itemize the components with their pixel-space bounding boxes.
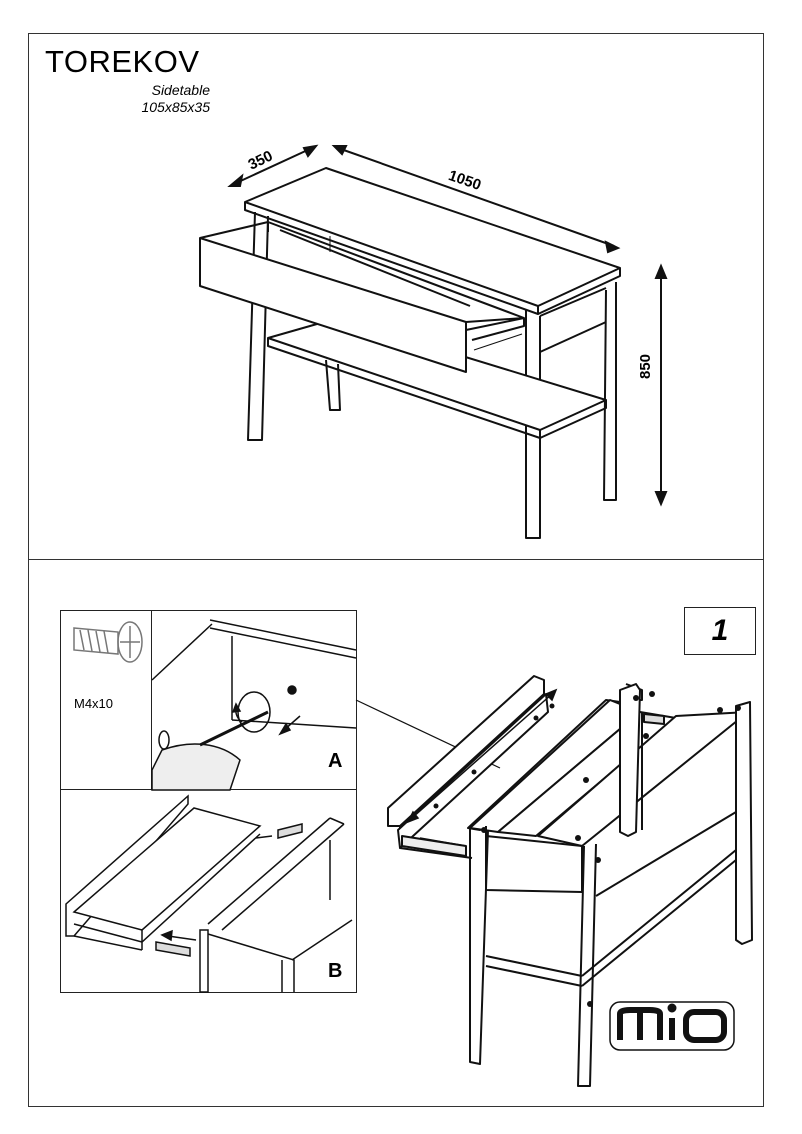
brand-logo bbox=[609, 1001, 735, 1051]
product-title: TOREKOV bbox=[45, 44, 200, 79]
inset-b-label: B bbox=[328, 960, 343, 982]
step-number-box: 1 bbox=[684, 607, 756, 655]
product-subtitle-block: Sidetable 105x85x35 bbox=[100, 82, 210, 116]
page-frame bbox=[28, 33, 764, 1107]
product-type: Sidetable bbox=[151, 82, 210, 98]
inset-a-label: A bbox=[328, 750, 343, 772]
screw-size-label: M4x10 bbox=[74, 696, 114, 711]
product-size: 105x85x35 bbox=[141, 99, 210, 115]
screw-icon bbox=[73, 621, 143, 663]
step-number: 1 bbox=[711, 614, 729, 647]
section-divider bbox=[28, 559, 764, 560]
